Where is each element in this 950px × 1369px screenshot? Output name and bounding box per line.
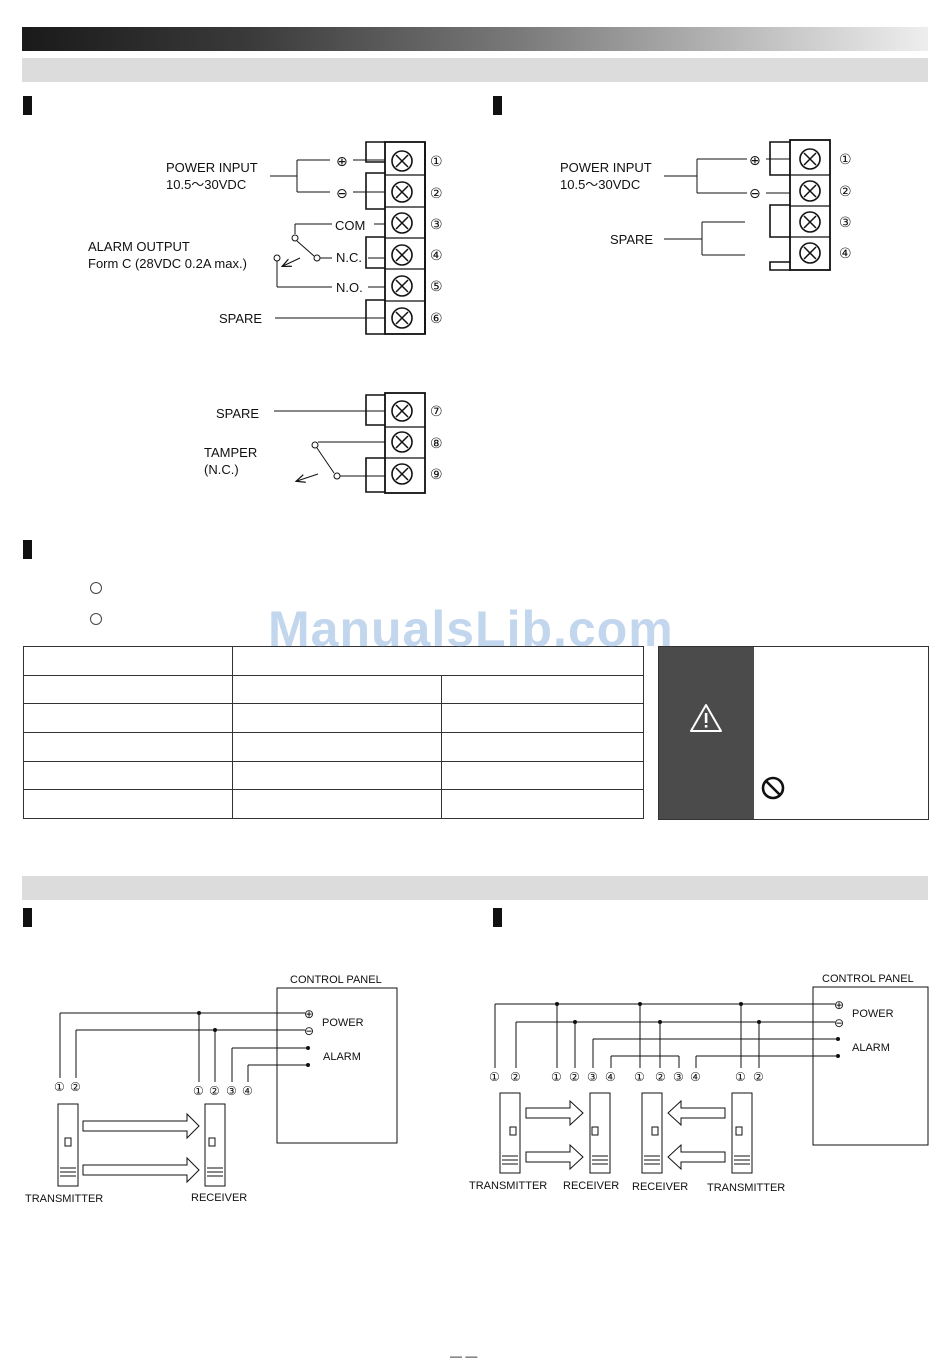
terminal-number: ④ <box>242 1084 253 1098</box>
terminal-number: ① <box>735 1070 746 1084</box>
terminal-number: ① <box>193 1084 204 1098</box>
table-cell <box>441 703 644 733</box>
terminal-number: ④ <box>839 245 852 261</box>
terminal-number: ③ <box>430 216 443 232</box>
power-label: POWER <box>322 1017 364 1029</box>
no-label: N.O. <box>336 280 363 295</box>
terminal-number: ① <box>430 153 443 169</box>
table-cell <box>232 789 442 819</box>
transmitter-label: TRANSMITTER <box>707 1182 785 1194</box>
power-input-range: 10.5～30VDC <box>166 177 246 192</box>
caution-box <box>658 646 929 820</box>
table-cell <box>23 731 233 762</box>
terminal-number: ① <box>489 1070 500 1084</box>
minus-symbol: ⊖ <box>749 185 761 201</box>
terminal-number: ② <box>510 1070 521 1084</box>
alarm-output-label: ALARM OUTPUT <box>88 239 190 254</box>
terminal-number: ① <box>54 1080 65 1094</box>
subsection-marker <box>493 96 502 115</box>
control-panel-label: CONTROL PANEL <box>822 973 914 985</box>
terminal-number: ⑦ <box>430 403 443 419</box>
spare-label: SPARE <box>216 406 259 421</box>
minus-symbol: ⊖ <box>304 1024 314 1038</box>
transmitter-label: TRANSMITTER <box>25 1193 103 1205</box>
nc-label: N.C. <box>336 250 362 265</box>
subsection-marker <box>23 96 32 115</box>
receiver-label: RECEIVER <box>563 1180 619 1192</box>
power-input-label: POWER INPUT <box>560 160 652 175</box>
bullet-circle <box>90 613 102 625</box>
terminal-number: ③ <box>226 1084 237 1098</box>
power-input-range: 10.5～30VDC <box>560 177 640 192</box>
minus-symbol: ⊖ <box>834 1016 844 1030</box>
bullet-circle <box>90 582 102 594</box>
plus-symbol: ⊕ <box>834 998 844 1012</box>
terminal-number: ② <box>753 1070 764 1084</box>
terminal-number: ④ <box>605 1070 616 1084</box>
terminal-number: ② <box>209 1084 220 1098</box>
plus-symbol: ⊕ <box>336 153 348 169</box>
table-cell <box>441 789 644 819</box>
terminal-number: ③ <box>673 1070 684 1084</box>
plus-symbol: ⊕ <box>304 1007 314 1021</box>
terminal-number: ② <box>655 1070 666 1084</box>
section-bar-terminals <box>22 58 928 82</box>
com-label: COM <box>335 218 365 233</box>
prohibited-icon <box>761 776 785 800</box>
transmitter-label: TRANSMITTER <box>469 1180 547 1192</box>
terminal-number: ② <box>839 183 852 199</box>
spec-table <box>23 646 644 819</box>
terminal-number: ① <box>551 1070 562 1084</box>
terminal-number: ⑨ <box>430 466 443 482</box>
terminal-number: ② <box>569 1070 580 1084</box>
page-number: — — <box>450 1349 478 1363</box>
control-panel-label: CONTROL PANEL <box>290 974 382 986</box>
minus-symbol: ⊖ <box>336 185 348 201</box>
table-cell <box>23 703 233 733</box>
spare-label: SPARE <box>610 232 653 247</box>
terminal-number: ⑧ <box>430 435 443 451</box>
terminal-block-tamper <box>365 392 426 494</box>
table-cell <box>441 760 644 791</box>
table-cell <box>232 674 442 705</box>
terminal-number: ④ <box>430 247 443 263</box>
subsection-marker <box>493 908 502 927</box>
terminal-block-6 <box>365 141 426 335</box>
terminal-number: ② <box>430 185 443 201</box>
terminal-number: ③ <box>839 214 852 230</box>
receiver-label: RECEIVER <box>632 1181 688 1193</box>
terminal-number: ② <box>70 1080 81 1094</box>
terminal-number: ⑤ <box>430 278 443 294</box>
tamper-label: TAMPER <box>204 445 257 460</box>
watermark: ManualsLib.com <box>268 601 674 657</box>
wiring-single-pair <box>57 987 398 1187</box>
plus-symbol: ⊕ <box>749 152 761 168</box>
terminal-number: ③ <box>587 1070 598 1084</box>
terminal-number: ④ <box>690 1070 701 1084</box>
warning-triangle-icon <box>690 704 722 732</box>
terminal-number: ① <box>634 1070 645 1084</box>
terminal-number: ⑥ <box>430 310 443 326</box>
power-input-label: POWER INPUT <box>166 160 258 175</box>
spare-label: SPARE <box>219 311 262 326</box>
subsection-marker <box>23 908 32 927</box>
alarm-output-spec: Form C (28VDC 0.2A max.) <box>88 256 247 271</box>
alarm-label: ALARM <box>323 1051 361 1063</box>
table-cell <box>441 674 644 705</box>
terminal-number: ① <box>839 151 852 167</box>
caution-panel <box>659 647 754 819</box>
wiring-double-pair <box>494 986 929 1174</box>
subsection-marker <box>23 540 32 559</box>
receiver-label: RECEIVER <box>191 1192 247 1204</box>
table-cell <box>232 731 442 762</box>
alarm-label: ALARM <box>852 1042 890 1054</box>
power-label: POWER <box>852 1008 894 1020</box>
table-cell <box>232 646 644 676</box>
header-bar <box>22 27 928 51</box>
tamper-type: (N.C.) <box>204 462 239 477</box>
section-bar-wiring <box>22 876 928 900</box>
